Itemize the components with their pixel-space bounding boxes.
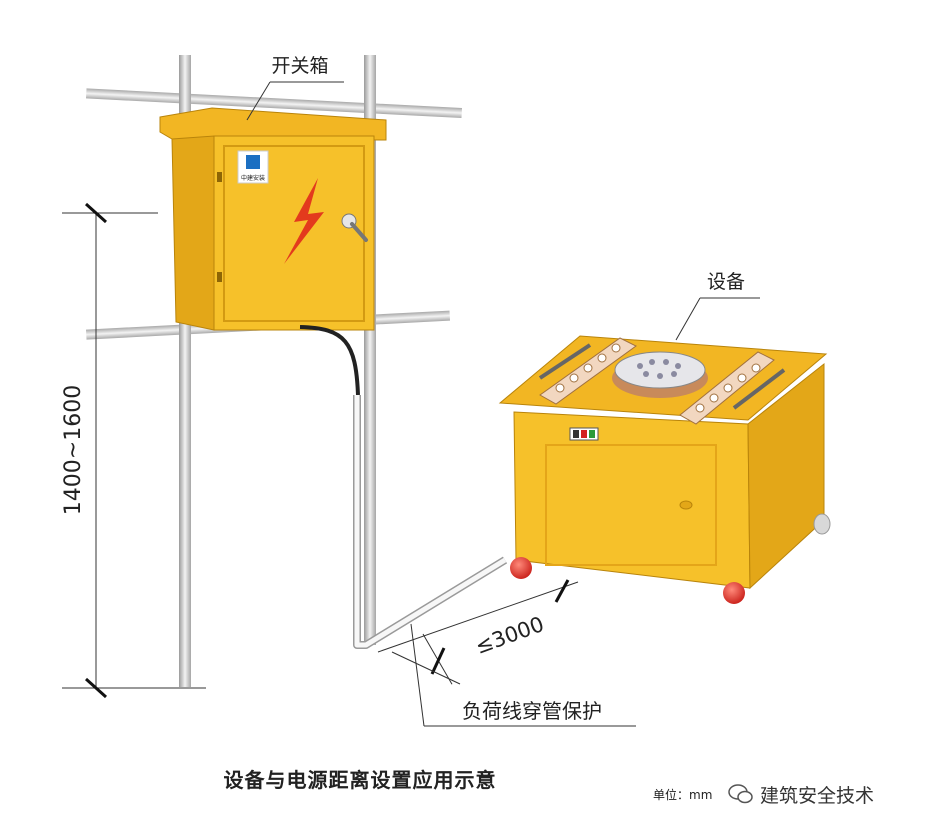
wechat-icon <box>728 784 753 804</box>
watermark: 建筑安全技术 <box>728 780 874 808</box>
hinge-bottom <box>217 272 222 282</box>
equipment-panel <box>545 444 717 566</box>
unit-note: 单位：mm <box>653 788 713 802</box>
lightning-icon <box>284 178 324 264</box>
figure-caption: 设备与电源距离设置应用示意 <box>223 768 497 792</box>
conduit-label: 负荷线穿管保护 <box>462 699 602 723</box>
company-badge: 中建安装 <box>237 150 269 184</box>
conduit-leader <box>410 623 425 727</box>
equipment-leader <box>675 297 701 341</box>
watermark-text: 建筑安全技术 <box>760 784 875 807</box>
equipment-label: 设备 <box>707 271 745 293</box>
equipment-knob <box>679 500 693 510</box>
badge-text: 中建安装 <box>241 174 265 182</box>
switch-box-door <box>223 145 365 322</box>
wheel-front-right <box>723 582 745 604</box>
switch-box-leader-line <box>246 81 271 121</box>
load-cable <box>299 325 360 396</box>
lock-handle-icon <box>341 213 368 242</box>
hinge-top <box>217 172 222 182</box>
distance-dimension <box>377 579 579 685</box>
indicator-lights <box>569 427 599 441</box>
switch-box-label: 开关箱 <box>271 55 328 77</box>
height-dimension <box>62 202 206 699</box>
switch-box: 中建安装 <box>159 107 387 331</box>
wheel-front-left <box>510 557 532 579</box>
height-dimension-label: 1400~1600 <box>61 385 86 515</box>
switch-box-side <box>171 135 215 331</box>
conduit-pipe-highlight <box>354 395 507 648</box>
switch-box-roof <box>159 107 387 141</box>
turntable <box>614 351 706 389</box>
wheel-back-right <box>813 513 831 535</box>
equipment <box>498 335 831 604</box>
distance-dimension-label: ≤3000 <box>472 612 547 659</box>
equipment-front <box>513 411 751 589</box>
